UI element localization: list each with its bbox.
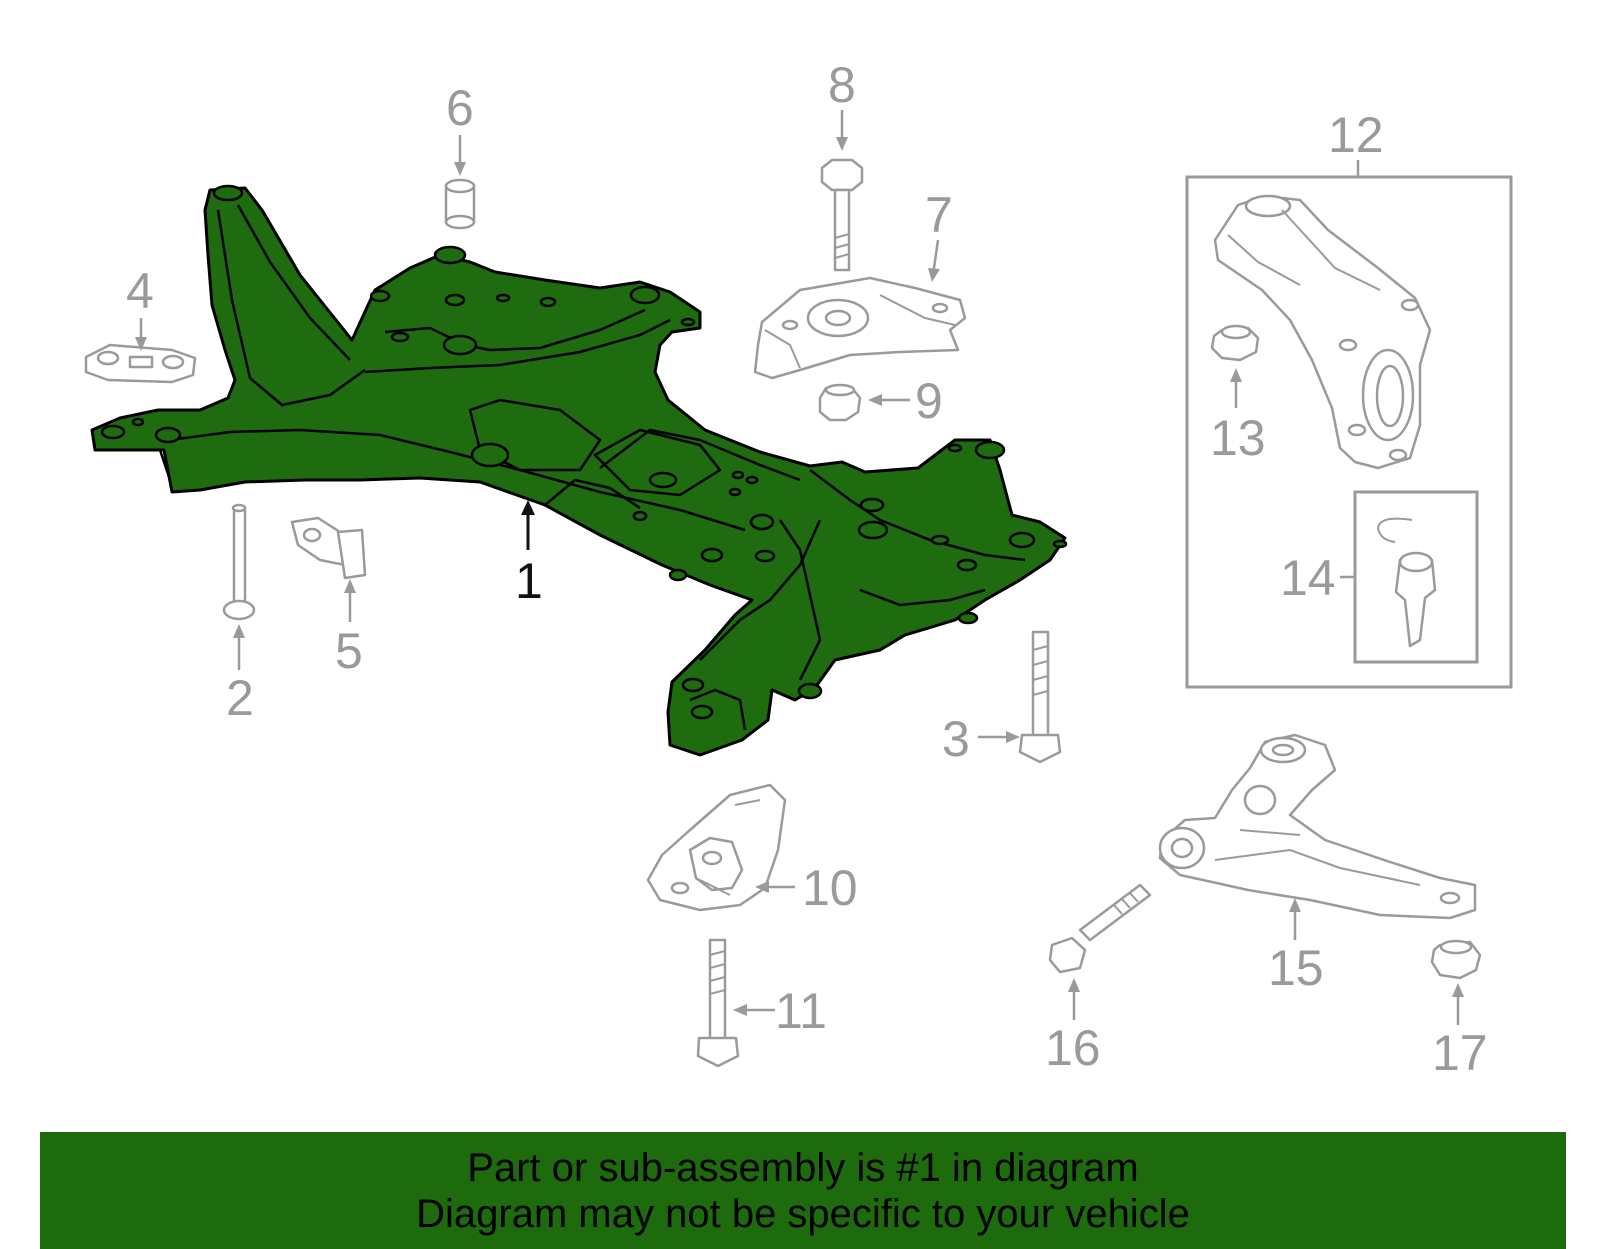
bolt-3[interactable] <box>1018 630 1062 764</box>
arrowhead-11 <box>733 1004 747 1016</box>
steering-knuckle[interactable] <box>1213 194 1432 470</box>
mount-bracket-7[interactable] <box>753 276 967 380</box>
arrowhead-4 <box>135 337 147 351</box>
arrowhead-10 <box>755 881 769 893</box>
banner-line-part: Part or sub-assembly is #1 in diagram <box>467 1145 1139 1190</box>
knuckle-assembly-box <box>1185 175 1513 689</box>
bolt-16[interactable] <box>1048 883 1152 974</box>
bolt-8[interactable] <box>820 158 864 272</box>
callout-10: 10 <box>802 860 858 916</box>
arrowhead-16 <box>1068 978 1080 992</box>
callout-14: 14 <box>1280 550 1336 606</box>
nut-17[interactable] <box>1430 939 1482 980</box>
arrowhead-6 <box>454 162 466 176</box>
callout-11: 11 <box>775 983 827 1039</box>
arrowhead-7 <box>928 268 940 282</box>
engine-mount-10[interactable] <box>646 783 787 912</box>
arrowhead-17 <box>1452 983 1464 997</box>
callout-4: 4 <box>126 263 154 319</box>
callout-6: 6 <box>446 80 474 136</box>
callout-16: 16 <box>1045 1020 1101 1076</box>
callout-17: 17 <box>1432 1025 1488 1081</box>
arrowhead-13 <box>1230 368 1242 382</box>
arrowhead-9 <box>868 394 882 406</box>
sleeve-6[interactable] <box>444 178 476 230</box>
bolt-11[interactable] <box>696 938 740 1068</box>
bolt-2[interactable] <box>222 503 256 621</box>
nut-13[interactable] <box>1210 324 1260 362</box>
callout-12: 12 <box>1328 107 1384 163</box>
callout-9: 9 <box>915 373 943 429</box>
callout-2: 2 <box>226 670 254 726</box>
arrowhead-1 <box>521 500 535 515</box>
info-banner: Part or sub-assembly is #1 in diagram Di… <box>40 1132 1566 1249</box>
callout-7: 7 <box>925 187 953 243</box>
ball-joint-14[interactable] <box>1376 517 1437 648</box>
arrowhead-5 <box>344 579 356 593</box>
callout-13: 13 <box>1210 410 1266 466</box>
nut-9[interactable] <box>818 383 862 422</box>
bracket-4[interactable] <box>84 343 197 384</box>
control-arm-15[interactable] <box>1158 733 1477 920</box>
banner-line-disclaimer: Diagram may not be specific to your vehi… <box>416 1191 1190 1236</box>
arrowhead-15 <box>1289 898 1301 912</box>
callout-5: 5 <box>335 623 363 679</box>
callout-1: 1 <box>515 553 543 609</box>
arrowhead-3 <box>1006 731 1020 743</box>
arrowhead-2 <box>233 624 245 638</box>
callout-15: 15 <box>1268 940 1324 996</box>
arrowhead-8 <box>836 137 848 151</box>
subframe-crossmember[interactable] <box>90 184 1068 757</box>
callout-8: 8 <box>828 57 856 113</box>
clip-5[interactable] <box>290 516 367 580</box>
callout-3: 3 <box>942 711 970 767</box>
